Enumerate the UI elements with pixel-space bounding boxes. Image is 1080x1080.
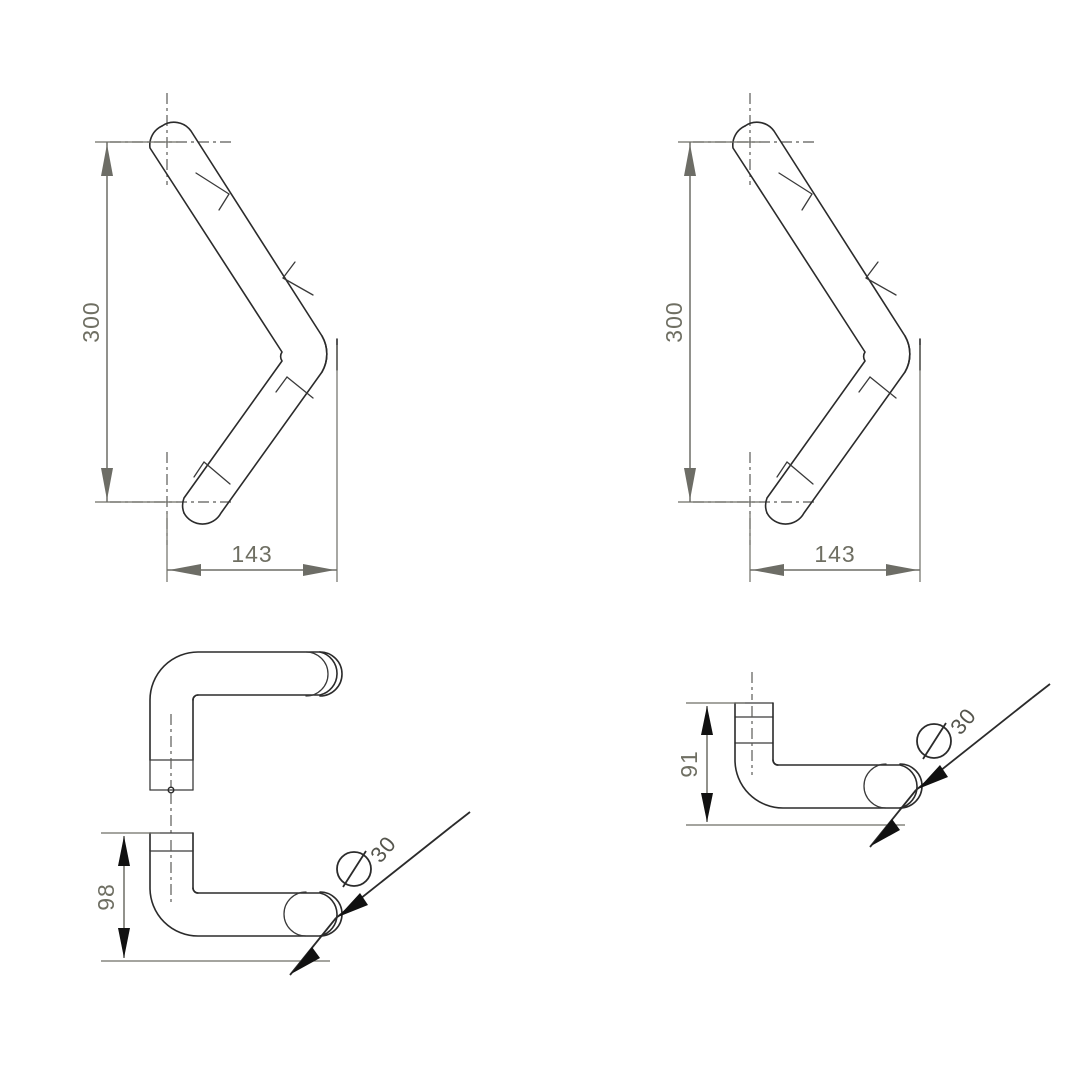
leader-arrow-dia30-br <box>918 765 948 789</box>
tube-outline-inner-left <box>149 125 283 514</box>
leader-ext-dia30-br <box>1031 683 1051 699</box>
c-shape-upper-outer <box>149 651 343 761</box>
l-shape-inner <box>772 702 918 809</box>
leader-ext-dia30-bl <box>451 811 471 827</box>
segment-line-upper-1-right <box>778 172 813 195</box>
diameter-symbol-slash-bl <box>342 850 367 888</box>
arrow-300-top-left <box>101 144 113 176</box>
arrow-300-bottom-left <box>101 468 113 500</box>
segment-line-lower-2-right <box>786 461 814 485</box>
arrow-143-right-right <box>886 564 918 576</box>
l-shape-outer <box>734 702 923 809</box>
segment-line-upper-1b-right <box>801 193 813 211</box>
tube-outline-inner-right <box>732 125 866 514</box>
diameter-symbol-slash-br <box>922 722 947 760</box>
c-shape-upper-elbow-arc <box>192 694 199 701</box>
segment-line-lower-1-right <box>869 376 897 399</box>
diameter-symbol-icon-br <box>916 723 952 759</box>
arrow-91-top <box>701 706 713 735</box>
arrow-98-bottom <box>118 928 130 958</box>
dim-label-143-left: 143 <box>231 541 272 567</box>
tube-apex-arc-left <box>321 335 328 373</box>
l-shape-endcap-seam <box>863 763 887 809</box>
dim-label-98: 98 <box>93 883 119 911</box>
dim-label-dia30-bl: 30 <box>365 831 401 867</box>
segment-line-lower-1-left <box>286 376 314 399</box>
leader-arrow-dia30-bl <box>338 893 368 917</box>
c-shape-pivot-dot <box>167 786 175 794</box>
diameter-symbol-icon-bl <box>336 851 372 887</box>
leader-tail-arrow-dia30-bl <box>291 947 320 974</box>
arrow-300-top-right <box>684 144 696 176</box>
c-shape-upper-inner <box>192 651 338 761</box>
dim-label-143-right: 143 <box>814 541 855 567</box>
arrow-98-top <box>118 836 130 866</box>
segment-line-upper-2-right <box>865 277 897 296</box>
segment-line-upper-1-left <box>195 172 230 195</box>
view-top-left: 300 143 <box>78 93 338 582</box>
segment-line-upper-1b-left <box>218 193 230 211</box>
tube-apex-arc-right <box>904 335 911 373</box>
segment-line-upper-2b-left <box>282 261 296 279</box>
c-shape-lower-endcap-seam <box>283 891 307 937</box>
segment-line-lower-2b-left <box>193 461 205 478</box>
tube-outline-outer-left <box>161 121 328 525</box>
dim-label-dia30-br: 30 <box>945 703 981 739</box>
c-shape-lower-elbow-arc <box>192 887 199 894</box>
view-bottom-left: 98 30 <box>93 651 471 976</box>
c-shape-upper-endcap-seam <box>305 651 329 697</box>
segment-line-upper-2b-right <box>865 261 879 279</box>
segment-line-lower-2-left <box>203 461 231 485</box>
segment-line-upper-2-left <box>282 277 314 296</box>
l-shape-elbow-arc <box>772 759 779 766</box>
dim-label-300-left: 300 <box>78 301 104 342</box>
arrow-91-bottom <box>701 793 713 822</box>
arrow-143-right-left <box>303 564 335 576</box>
arrow-300-bottom-right <box>684 468 696 500</box>
dim-label-91: 91 <box>676 750 702 778</box>
segment-line-lower-1b-right <box>858 376 871 393</box>
arrow-143-left-left <box>169 564 201 576</box>
segment-line-lower-2b-right <box>776 461 788 478</box>
arrow-143-left-right <box>752 564 784 576</box>
segment-line-lower-1b-left <box>275 376 288 393</box>
c-shape-lower-outer <box>149 832 343 937</box>
leader-tail-arrow-dia30-br <box>871 819 900 846</box>
c-shape-lower-inner <box>192 832 338 937</box>
view-top-right: 300 143 <box>661 93 921 582</box>
tube-outline-outer-right <box>744 121 911 525</box>
view-bottom-right: 91 30 <box>676 672 1051 848</box>
dim-label-300-right: 300 <box>661 301 687 342</box>
